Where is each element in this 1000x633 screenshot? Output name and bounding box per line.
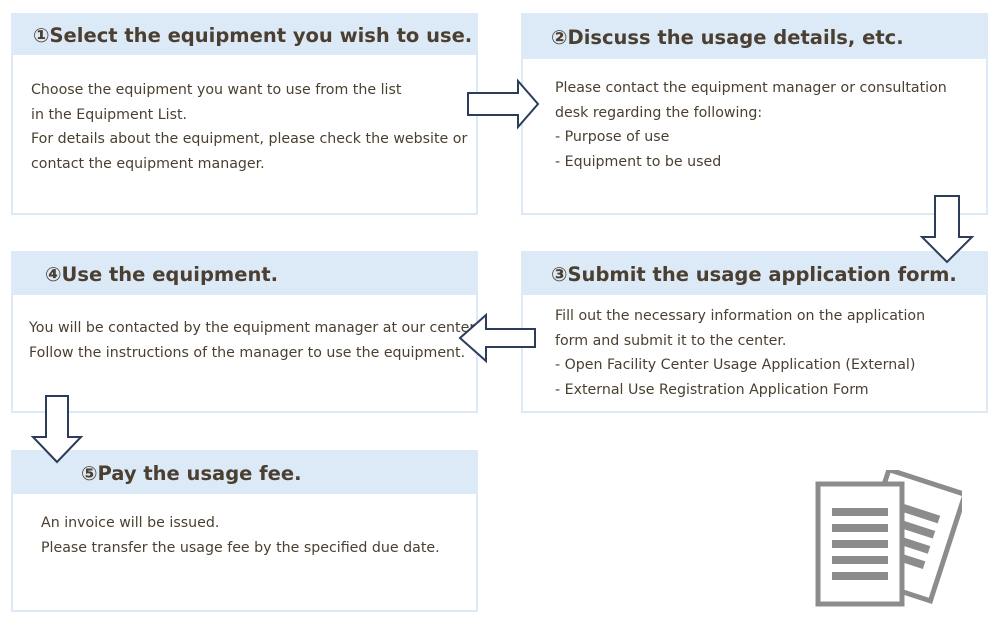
step-1-body: Choose the equipment you want to use fro… (13, 55, 476, 176)
step-3-line-1: Fill out the necessary information on th… (555, 308, 926, 324)
step-2-line-3: - Purpose of use (555, 129, 670, 146)
step-3-number: ③ (551, 262, 568, 286)
step-4-body: You will be contacted by the equipment m… (13, 295, 479, 365)
arrow-right-icon (467, 78, 540, 130)
arrow-down-icon (919, 195, 975, 264)
step-5-line-2: Please transfer the usage fee by the spe… (41, 539, 440, 556)
step-1-line-1: Choose the equipment you want to use fro… (31, 82, 402, 98)
step-2-line-1: Please contact the equipment manager or … (555, 80, 947, 96)
step-2-line-2: desk regarding the following: (555, 104, 763, 121)
arrow-left-icon (458, 312, 536, 364)
step-5-body: An invoice will be issued. Please transf… (13, 494, 476, 560)
arrow-down-icon (30, 395, 84, 464)
step-1-line-3: For details about the equipment, please … (31, 131, 468, 148)
step-2-line-4: - Equipment to be used (555, 153, 722, 170)
documents-icon (815, 470, 962, 607)
step-3-line-2: form and submit it to the center. (555, 332, 787, 349)
step-4-line-1: You will be contacted by the equipment m… (29, 320, 479, 336)
step-3-line-4: - External Use Registration Application … (555, 381, 869, 398)
step-2-number: ② (551, 25, 568, 49)
step-2-body: Please contact the equipment manager or … (523, 59, 986, 174)
step-3-line-3: - Open Facility Center Usage Application… (555, 357, 916, 374)
step-5-title: Pay the usage fee. (97, 461, 302, 485)
step-3-body: Fill out the necessary information on th… (523, 295, 986, 402)
step-5-number: ⑤ (81, 461, 98, 485)
step-5-line-1: An invoice will be issued. (41, 515, 220, 531)
step-1-line-4: contact the equipment manager. (31, 155, 265, 172)
step-2-title: Discuss the usage details, etc. (567, 25, 904, 49)
step-4-line-2: Follow the instructions of the manager t… (29, 344, 466, 361)
step-4-title: Use the equipment. (61, 262, 279, 286)
step-1-number: ① (33, 23, 50, 47)
step-3-title: Submit the usage application form. (567, 262, 957, 286)
step-4-number: ④ (45, 262, 62, 286)
step-1-title: Select the equipment you wish to use. (49, 23, 473, 47)
step-1-line-2: in the Equipment List. (31, 106, 188, 123)
